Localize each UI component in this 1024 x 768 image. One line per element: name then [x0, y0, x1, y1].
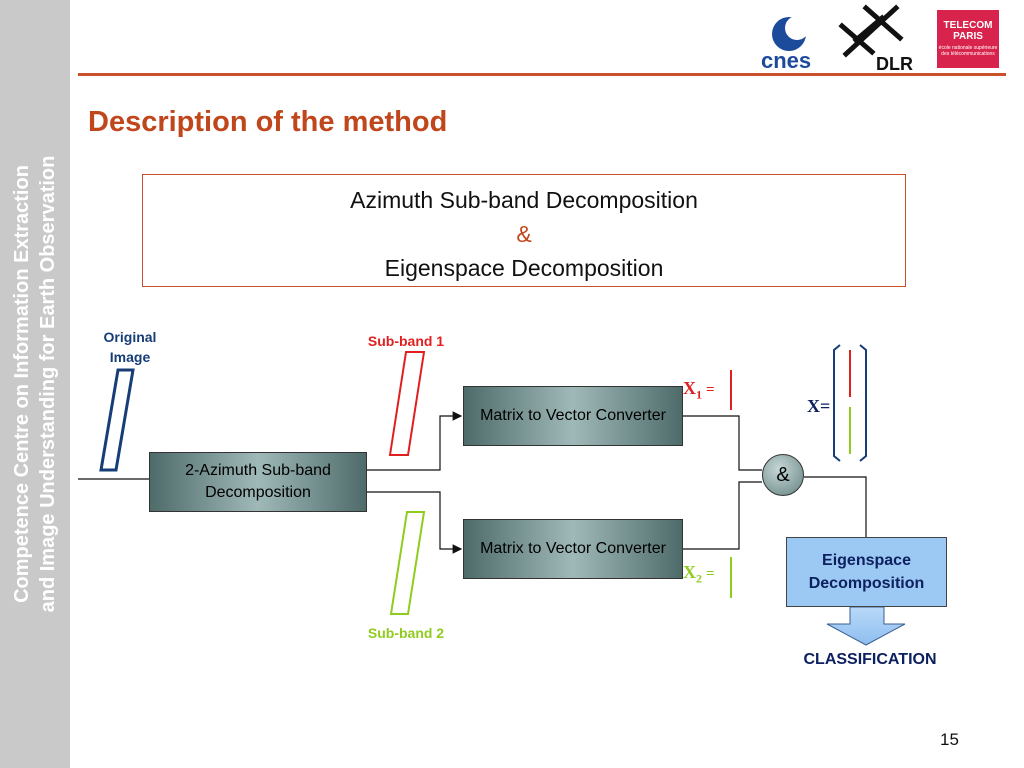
x1-letter: X: [683, 378, 696, 398]
subband1-label: Sub-band 1: [367, 333, 445, 349]
x2-subscript: 2: [696, 571, 702, 586]
combine-node: &: [762, 454, 804, 496]
connector-and-to-eigenspace: [804, 476, 867, 537]
classification-label: CLASSIFICATION: [803, 651, 937, 668]
cnes-logo: cnes: [757, 4, 823, 73]
x2-equals: =: [706, 566, 715, 582]
eigenspace-decomposition-box: Eigenspace Decomposition: [786, 537, 947, 607]
telecom-logo-line2: PARIS: [953, 31, 983, 42]
x-vector-right-bracket: [859, 344, 867, 462]
x1-subscript: 1: [696, 387, 702, 402]
connector-to-converter1: [366, 411, 463, 471]
summary-line2: Eigenspace Decomposition: [384, 255, 664, 281]
classification-arrow: [826, 606, 906, 646]
x2-label: X2 =: [683, 562, 715, 587]
telecom-logo-line1: TELECOM: [943, 20, 993, 31]
matrix-vector-converter-2: Matrix to Vector Converter: [463, 519, 683, 579]
summary-ampersand: &: [516, 221, 532, 247]
dlr-logo-text: DLR: [876, 54, 913, 72]
telecom-paris-logo: TELECOM PARIS école nationale supérieure…: [937, 10, 999, 68]
x-vector-left-bracket: [833, 344, 841, 462]
cnes-logo-text: cnes: [761, 48, 811, 72]
x1-equals: =: [706, 382, 715, 398]
page-number: 15: [940, 730, 959, 749]
original-image-label: Original Image: [103, 329, 157, 365]
x-combined-label: X=: [807, 396, 831, 416]
method-summary-box: Azimuth Sub-band Decomposition & Eigensp…: [142, 174, 906, 287]
sidebar-band: Competence Centre on Information Extract…: [0, 0, 70, 768]
azimuth-decomposition-box: 2-Azimuth Sub-band Decomposition: [149, 452, 367, 512]
connector-converter1-to-and: [682, 415, 762, 471]
x1-label: X1 =: [683, 378, 715, 403]
telecom-logo-subtitle: école nationale supérieure des télécommu…: [938, 45, 998, 57]
subband1-shape: [388, 351, 426, 456]
slide-title: Description of the method: [88, 106, 448, 138]
dlr-logo: DLR: [836, 4, 916, 74]
connector-converter2-to-and: [682, 481, 762, 550]
original-image-shape: [99, 368, 135, 472]
connector-to-converter2: [366, 491, 463, 554]
subband2-shape: [389, 511, 426, 615]
header-divider: [78, 73, 1006, 76]
summary-line1: Azimuth Sub-band Decomposition: [350, 187, 698, 213]
x2-letter: X: [683, 562, 696, 582]
matrix-vector-converter-1: Matrix to Vector Converter: [463, 386, 683, 446]
subband2-label: Sub-band 2: [367, 625, 445, 641]
